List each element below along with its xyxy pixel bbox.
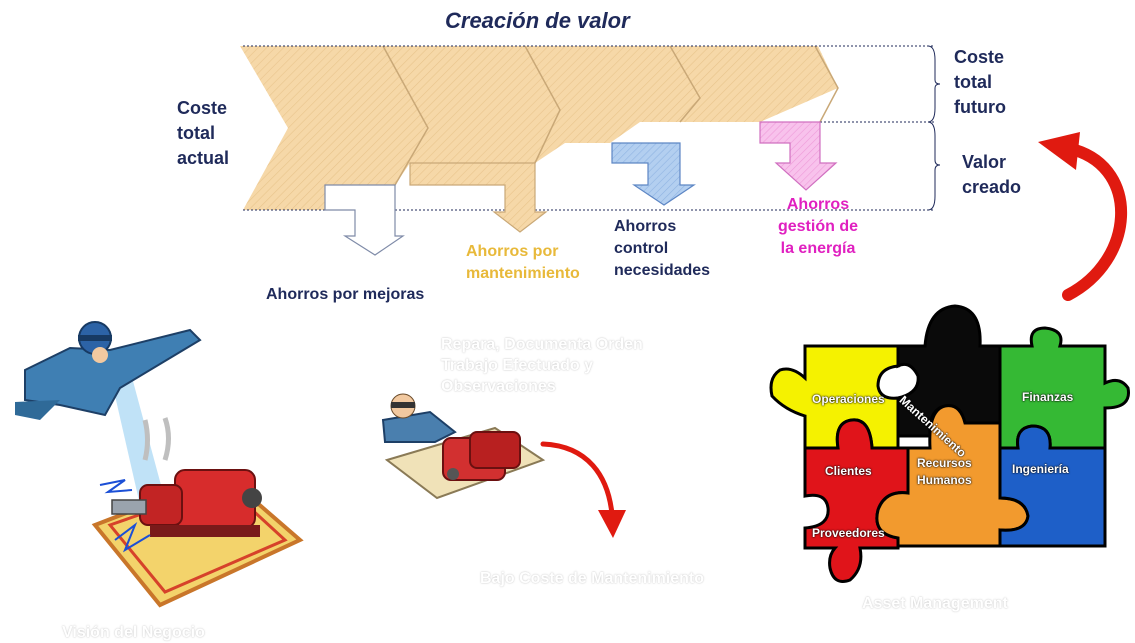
repair-line-1: Repara, Documenta Orden <box>441 336 643 353</box>
future-cost-label: Coste total futuro <box>954 45 1006 120</box>
savings-arrow-mejoras <box>324 184 405 256</box>
low-cost-caption: Bajo Coste de Mantenimiento <box>480 570 705 587</box>
puzzle-piece-clientes <box>803 418 910 583</box>
current-cost-line-1: Coste <box>177 98 228 118</box>
mant-line-1: Ahorros por <box>466 243 559 260</box>
puzzle-piece-ingenieria <box>998 424 1107 548</box>
diagram-title: Creación de valor <box>445 8 630 33</box>
energia-line-2: gestión de <box>777 218 858 235</box>
puzzle-label-operaciones: Operaciones <box>812 392 885 406</box>
savings-label-energia: Ahorros gestión de la energía <box>772 194 864 260</box>
value-creation-diagram <box>240 45 941 256</box>
rrhh-line-1: Recursos <box>917 456 972 470</box>
puzzle-label-ingenieria: Ingeniería <box>1012 462 1069 476</box>
vision-caption: Visión del Negocio <box>62 624 205 641</box>
value-created-line-1: Valor <box>962 152 1007 172</box>
red-curved-arrow-right <box>1038 132 1127 301</box>
bracket-future <box>927 45 941 123</box>
value-created-label: Valor creado <box>962 150 1021 200</box>
savings-label-control: Ahorros control necesidades <box>614 216 710 282</box>
chevron-line-1 <box>382 45 429 186</box>
repair-caption: Repara, Documenta Orden Trabajo Efectuad… <box>441 334 643 397</box>
control-line-1: Ahorros <box>614 218 677 235</box>
savings-arrow-control <box>611 142 696 206</box>
current-cost-line-3: actual <box>177 148 230 168</box>
savings-label-mantenimiento: Ahorros por mantenimiento <box>466 241 580 285</box>
value-created-line-2: creado <box>962 177 1022 197</box>
asset-caption: Asset Management <box>862 595 1008 612</box>
puzzle-label-proveedores: Proveedores <box>812 526 885 540</box>
chevron-line-3 <box>669 45 701 123</box>
chevron-line-4 <box>814 45 839 123</box>
puzzle-label-clientes: Clientes <box>825 464 872 478</box>
savings-arrow-energia <box>759 121 838 191</box>
savings-label-mejoras: Ahorros por mejoras <box>266 286 425 303</box>
puzzle-label-rrhh: Recursos Humanos <box>917 455 972 489</box>
control-line-2: control <box>614 240 669 257</box>
rrhh-line-2: Humanos <box>917 473 972 487</box>
repair-line-3: Observaciones <box>441 378 556 395</box>
chevron-line-2 <box>524 45 561 164</box>
worker-pointing-icon <box>15 321 304 608</box>
puzzle-piece-finanzas <box>998 326 1131 450</box>
red-curved-arrow-center <box>540 441 626 538</box>
future-cost-line-1: Coste <box>954 47 1005 67</box>
energia-line-3: la energía <box>780 240 856 257</box>
technician-repair-icon <box>381 393 546 500</box>
savings-arrow-mantenimiento <box>409 162 548 233</box>
current-cost-label: Coste total actual <box>177 96 229 171</box>
mant-line-2: mantenimiento <box>466 265 580 282</box>
future-cost-line-3: futuro <box>954 97 1006 117</box>
repair-line-2: Trabajo Efectuado y <box>441 357 594 374</box>
cost-chevron-band <box>240 46 838 210</box>
control-line-3: necesidades <box>614 262 711 279</box>
puzzle-label-finanzas: Finanzas <box>1022 390 1074 404</box>
future-cost-line-2: total <box>954 72 992 92</box>
asset-management-puzzle <box>769 304 1131 583</box>
current-cost-line-2: total <box>177 123 215 143</box>
energia-line-1: Ahorros <box>786 196 850 213</box>
bracket-value <box>927 121 941 211</box>
